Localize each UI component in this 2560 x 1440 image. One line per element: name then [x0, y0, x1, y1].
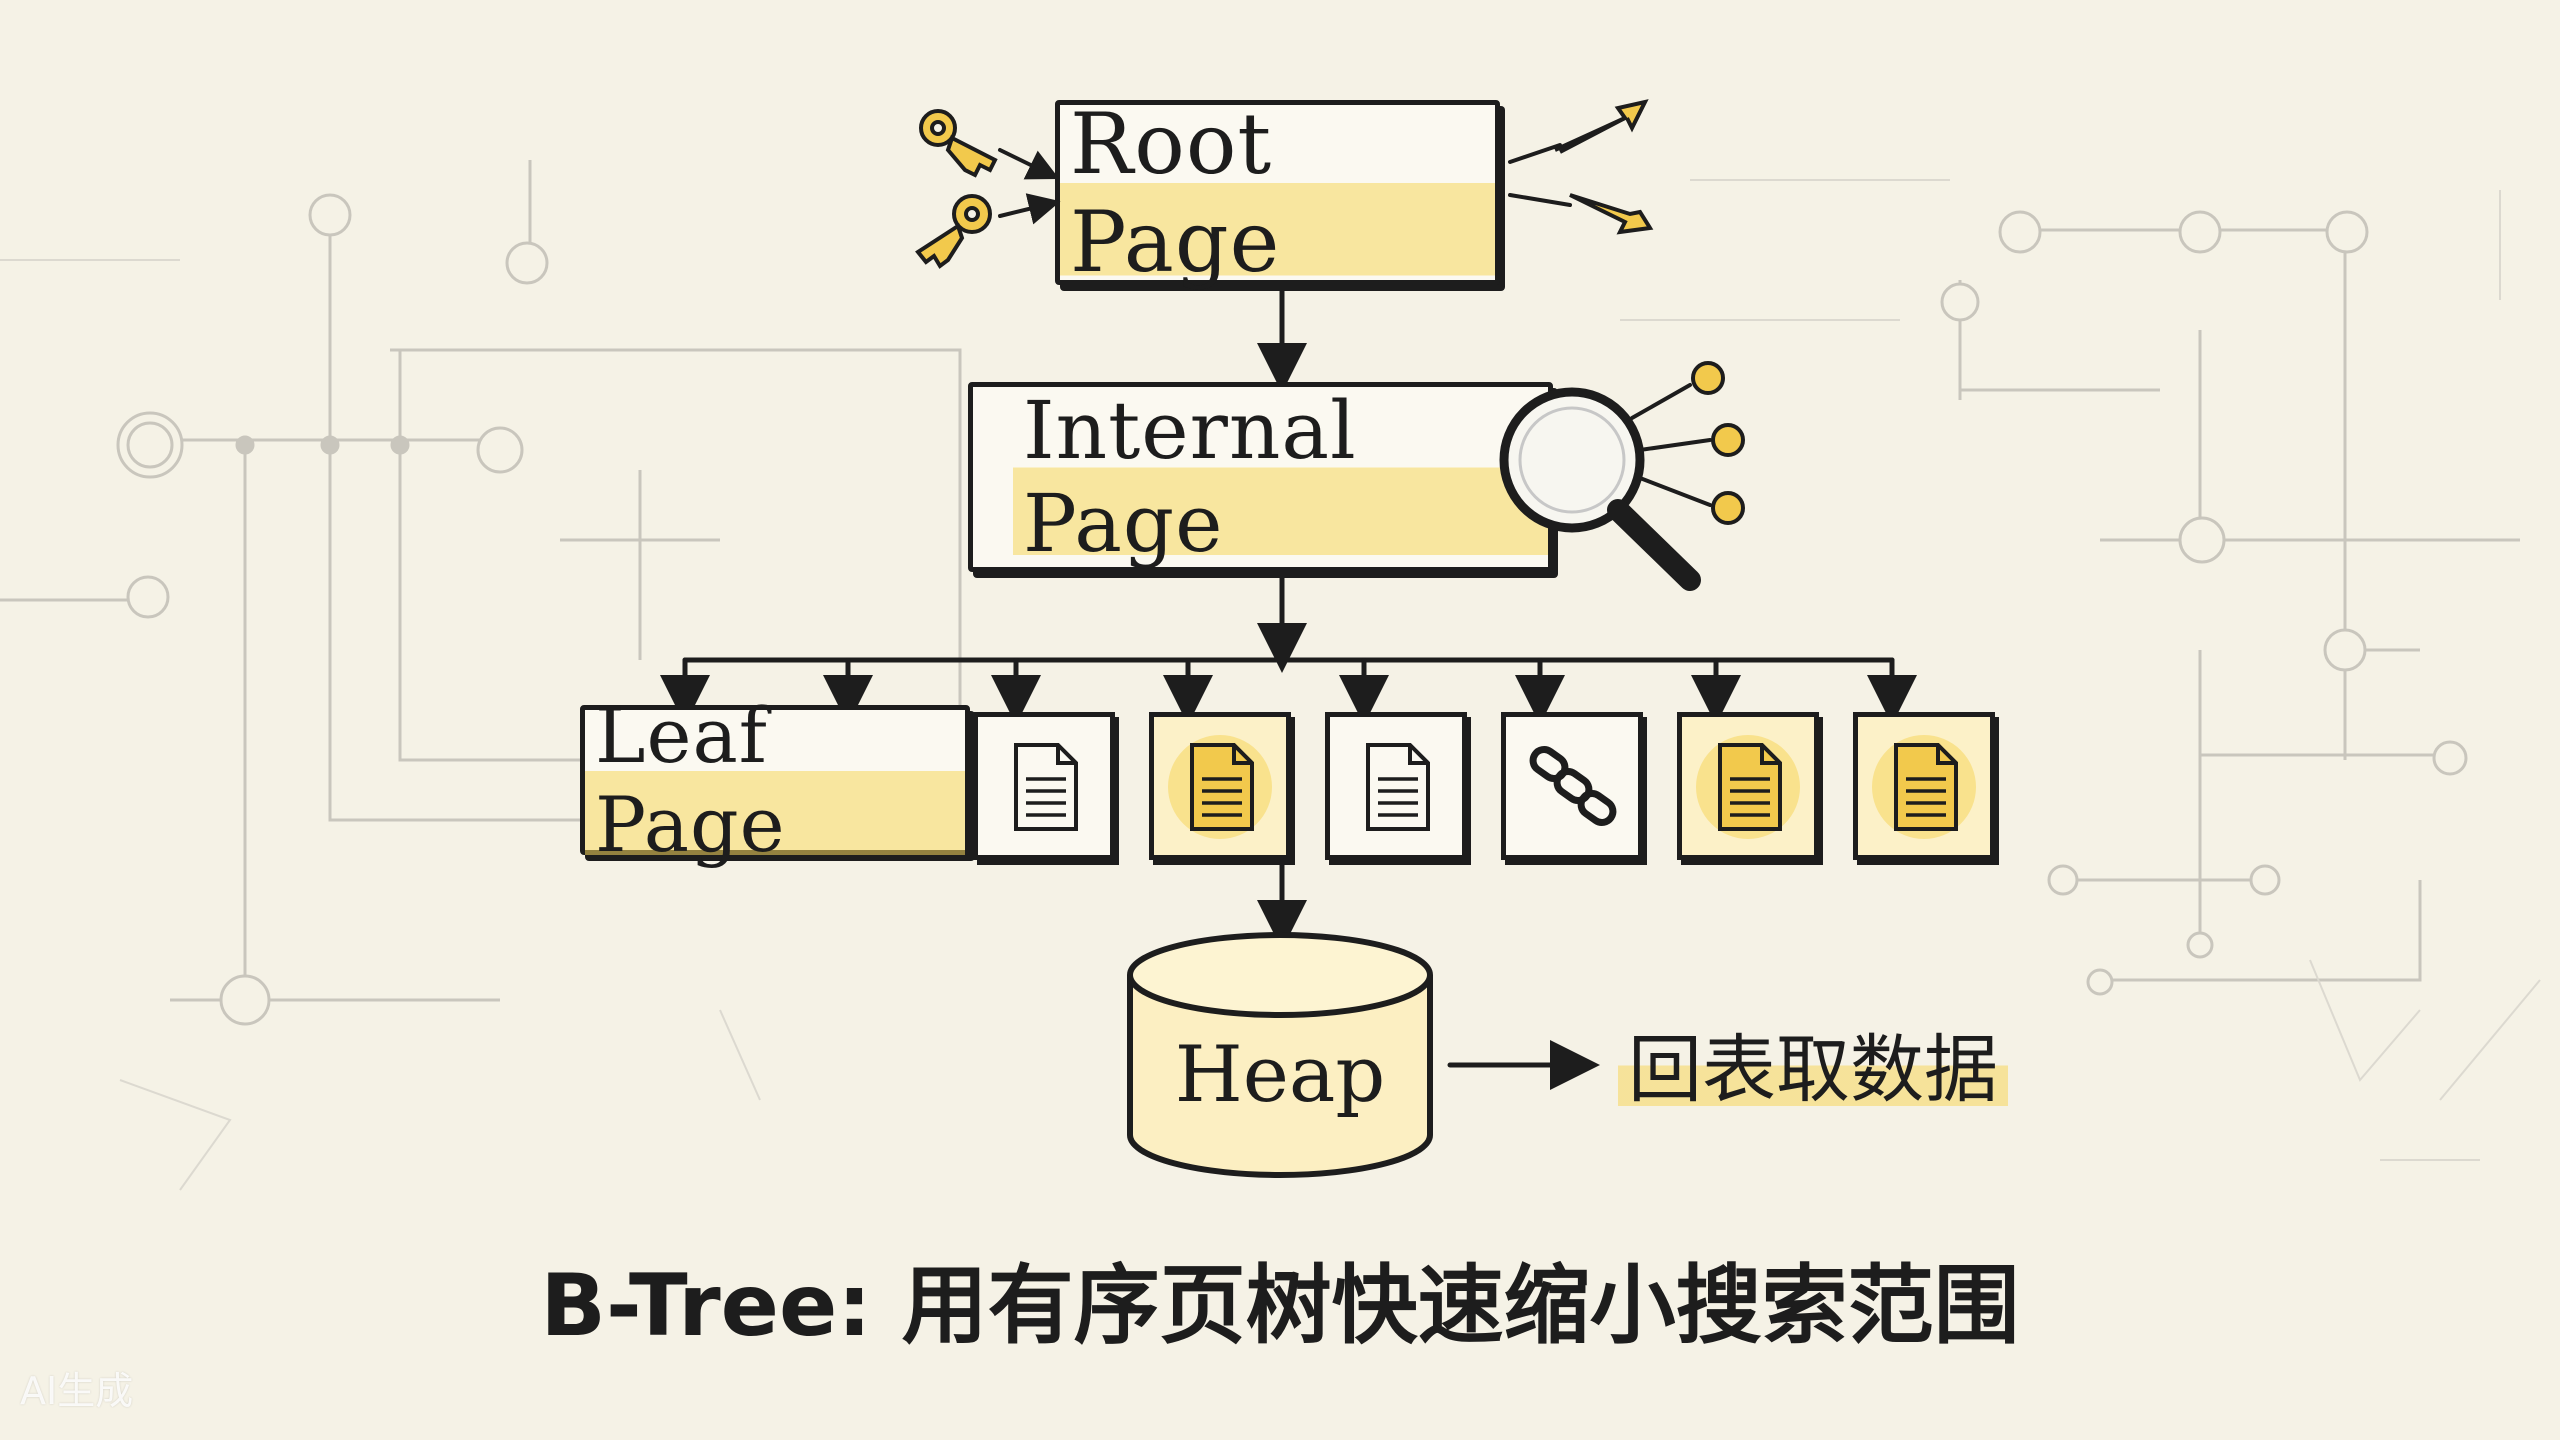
output-label: 回表取数据 [1618, 1010, 2008, 1117]
key-icon [915, 194, 992, 269]
leaf-card [973, 712, 1115, 860]
leaf-card [1325, 712, 1467, 860]
arrow-out-icon [1554, 99, 1649, 154]
leaf-card [1501, 712, 1643, 860]
leaf-card [1149, 712, 1291, 860]
leaf-page-node: Leaf Page [580, 691, 970, 869]
arrow-in-icon [1569, 193, 1654, 235]
leaf-card [1677, 712, 1819, 860]
magnifier-icon [1499, 387, 1701, 591]
diagram-caption: B-Tree: 用有序页树快速缩小搜索范围 [540, 1256, 2020, 1356]
key-icon [919, 109, 998, 178]
ai-generated-watermark: AI生成 [20, 1369, 134, 1413]
internal-page-label: Internal Page [1013, 384, 1548, 570]
leaf-page-label: Leaf Page [585, 691, 965, 869]
leaf-card [1853, 712, 1995, 860]
root-page-label: Root Page [1060, 94, 1495, 291]
heap-label: Heap [1174, 1030, 1386, 1120]
root-page-node: Root Page [1055, 94, 1500, 291]
